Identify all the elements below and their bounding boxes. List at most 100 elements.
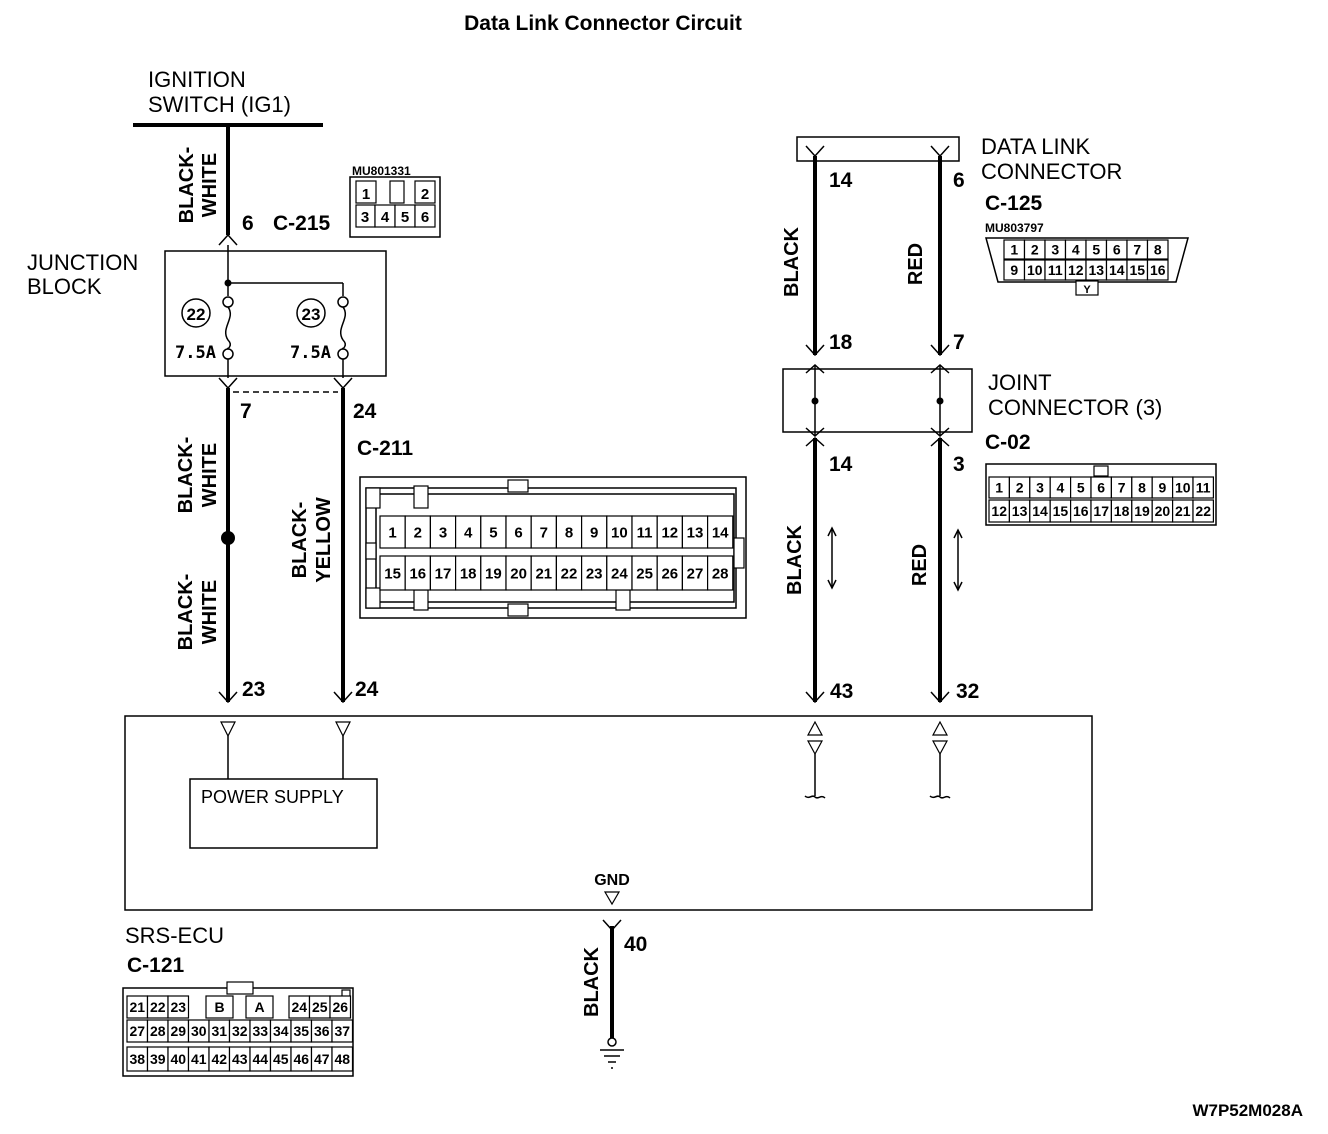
wire-color-gnd: BLACK xyxy=(581,946,603,1017)
c121-pin-label: 25 xyxy=(312,999,328,1015)
fuse-22-badge xyxy=(181,298,211,328)
c211-cell xyxy=(429,515,457,549)
c121-pin-label: 27 xyxy=(129,1023,145,1039)
c211-cell xyxy=(404,555,432,591)
gnd-label: GND xyxy=(594,872,630,889)
c215-cell: 6 xyxy=(421,209,429,226)
fuse-block xyxy=(222,245,349,378)
dlc-cell xyxy=(1146,239,1169,260)
c121-pin-label: 45 xyxy=(273,1051,289,1067)
c215-cell: 4 xyxy=(381,209,390,226)
c211-cell xyxy=(455,515,482,549)
c215-cell: 5 xyxy=(401,209,409,226)
ignition-label-2: SWITCH (IG1) xyxy=(148,92,291,117)
c211-cell xyxy=(631,515,658,549)
c121-cell xyxy=(329,995,352,1019)
joint-label-1: JOINT xyxy=(988,370,1052,395)
connector-arrow xyxy=(333,377,353,390)
fuse-23-rating: 7.5A xyxy=(290,343,331,363)
c215-connector: 1 2 3 4 5 6 xyxy=(349,176,441,238)
dlc-pin-label: 11 xyxy=(1048,262,1063,278)
c211-pin-label: 16 xyxy=(409,565,426,582)
dlc-pin-label: 4 xyxy=(1072,242,1080,258)
c02-pin-label: 22 xyxy=(1195,503,1211,519)
bidirectional-arrow xyxy=(953,528,963,592)
c211-cell xyxy=(706,555,734,591)
dlc-pin-label: 2 xyxy=(1031,242,1039,258)
c02-pin-label: 10 xyxy=(1175,480,1191,496)
joint-pin-14: 14 xyxy=(829,453,853,476)
dlc-pin-label: 15 xyxy=(1129,262,1145,278)
wire-color-black-low: BLACK xyxy=(784,524,806,595)
connector-arrow xyxy=(333,691,353,704)
connector-arrow xyxy=(218,233,238,246)
c121-cell xyxy=(331,1046,354,1072)
c121-pin-label: 26 xyxy=(332,999,348,1015)
c211-pin-label: 22 xyxy=(561,565,578,582)
c02-pin-label: 21 xyxy=(1175,503,1191,519)
c02-pin-label: 18 xyxy=(1114,503,1130,519)
c211-pin-label: 15 xyxy=(384,565,401,582)
c121-pin-label: 41 xyxy=(191,1051,207,1067)
ecu-pin-32: 32 xyxy=(956,680,979,703)
joint-label-2: CONNECTOR (3) xyxy=(988,395,1162,420)
junction-block-label-2: BLOCK xyxy=(27,274,102,299)
ecu-pin-24: 24 xyxy=(355,678,379,701)
joint-connector-box xyxy=(782,368,973,433)
c02-pin-label: 4 xyxy=(1057,480,1065,496)
c121-cell xyxy=(331,1019,354,1043)
wire-color-by-b: YELLOW xyxy=(313,497,335,583)
c121-pin-label: 31 xyxy=(211,1023,227,1039)
c02-pin-label: 16 xyxy=(1073,503,1089,519)
c211-pin-label: 12 xyxy=(661,524,678,541)
c121-pin-label: 35 xyxy=(293,1023,309,1039)
c02-cell xyxy=(1192,499,1214,523)
c02-pin-label: 17 xyxy=(1093,503,1109,519)
c211-pin-label: 9 xyxy=(590,524,598,541)
dlc-pin-label: 5 xyxy=(1092,242,1100,258)
c121-pin-label: 24 xyxy=(291,999,307,1015)
dlc-cell xyxy=(1146,259,1169,281)
c121-pin-label: 22 xyxy=(150,999,166,1015)
dlc-pin-label: 10 xyxy=(1027,262,1043,278)
c121-cell xyxy=(245,995,274,1019)
power-supply-label: POWER SUPPLY xyxy=(201,787,344,807)
c211-cell xyxy=(480,515,507,549)
c02-pin-label: 13 xyxy=(1012,503,1028,519)
ignition-label-1: IGNITION xyxy=(148,67,246,92)
wire-color-bw-top-b: WHITE xyxy=(199,153,221,217)
c211-cell xyxy=(505,515,532,549)
c121-pin-label: 44 xyxy=(252,1051,268,1067)
c211-pin-7: 7 xyxy=(240,400,252,423)
fuse-23-number: 23 xyxy=(302,305,321,324)
splice-point xyxy=(221,531,235,545)
c211-pin-label: 18 xyxy=(460,565,477,582)
c121-pin-label: 46 xyxy=(293,1051,309,1067)
c121-pin-label: 28 xyxy=(150,1023,166,1039)
c211-pin-label: 11 xyxy=(637,524,653,541)
c211-pin-label: 1 xyxy=(388,524,396,541)
wire-color-by-a: BLACK- xyxy=(289,502,311,579)
dlc-pin-label: 14 xyxy=(1109,262,1125,278)
srs-ecu-box xyxy=(124,715,1093,911)
junction-block-label-1: JUNCTION xyxy=(27,250,138,275)
c121-pin-label: 47 xyxy=(314,1051,330,1067)
c02-pin-label: 5 xyxy=(1077,480,1085,496)
dlc-pin-label: 12 xyxy=(1068,262,1084,278)
figure-id: W7P52M028A xyxy=(1192,1101,1303,1120)
input-marker xyxy=(335,721,351,738)
joint-connector-label: C-02 xyxy=(985,431,1031,454)
ground-symbol xyxy=(600,1037,624,1069)
power-supply-box xyxy=(189,778,378,849)
ecu-comm-marker-32 xyxy=(929,720,951,799)
c121-pin-label: 40 xyxy=(170,1051,186,1067)
connector-arrow xyxy=(218,691,238,704)
joint-internal xyxy=(805,363,950,447)
c02-pin-label: 11 xyxy=(1196,480,1211,496)
c215-cell: 1 xyxy=(362,186,370,203)
wire-color-bw-mid-a: BLACK- xyxy=(175,437,197,514)
c211-pin-label: 27 xyxy=(687,565,704,582)
